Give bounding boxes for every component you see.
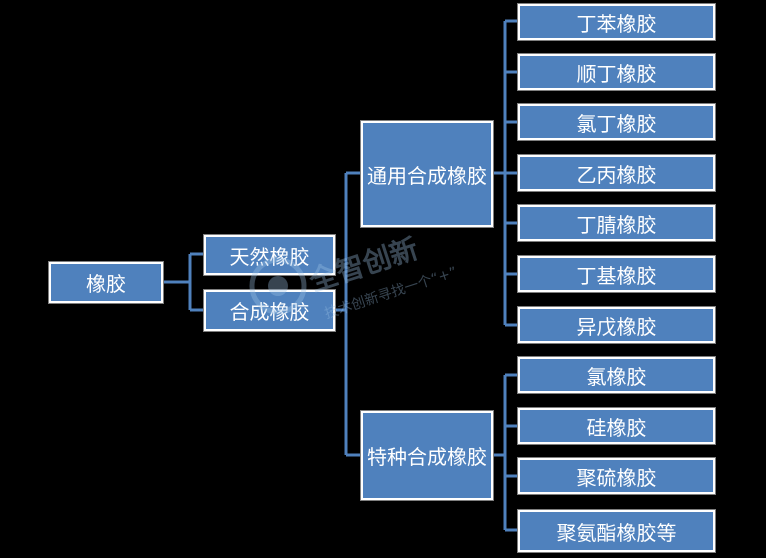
node-synthetic-rubber: 合成橡胶	[204, 290, 335, 331]
node-special-item: 硅橡胶	[518, 408, 715, 444]
node-general-item: 顺丁橡胶	[518, 54, 715, 90]
node-root: 橡胶	[49, 262, 163, 303]
connector-special	[492, 373, 519, 532]
node-general-item: 氯丁橡胶	[518, 104, 715, 140]
connector-general	[492, 19, 519, 327]
node-general-item: 丁苯橡胶	[518, 4, 715, 40]
node-special-synthetic: 特种合成橡胶	[361, 411, 493, 500]
node-general-item: 异戊橡胶	[518, 307, 715, 343]
connector-root	[163, 252, 205, 312]
node-general-item: 丁基橡胶	[518, 256, 715, 292]
node-general-synthetic: 通用合成橡胶	[361, 121, 493, 227]
node-special-item: 聚硫橡胶	[518, 458, 715, 494]
node-general-item: 乙丙橡胶	[518, 155, 715, 191]
connector-synthetic	[335, 171, 362, 457]
node-general-item: 丁腈橡胶	[518, 205, 715, 241]
node-special-item: 聚氨酯橡胶等	[518, 510, 715, 552]
node-natural-rubber: 天然橡胶	[204, 235, 335, 275]
node-special-item: 氯橡胶	[518, 357, 715, 393]
